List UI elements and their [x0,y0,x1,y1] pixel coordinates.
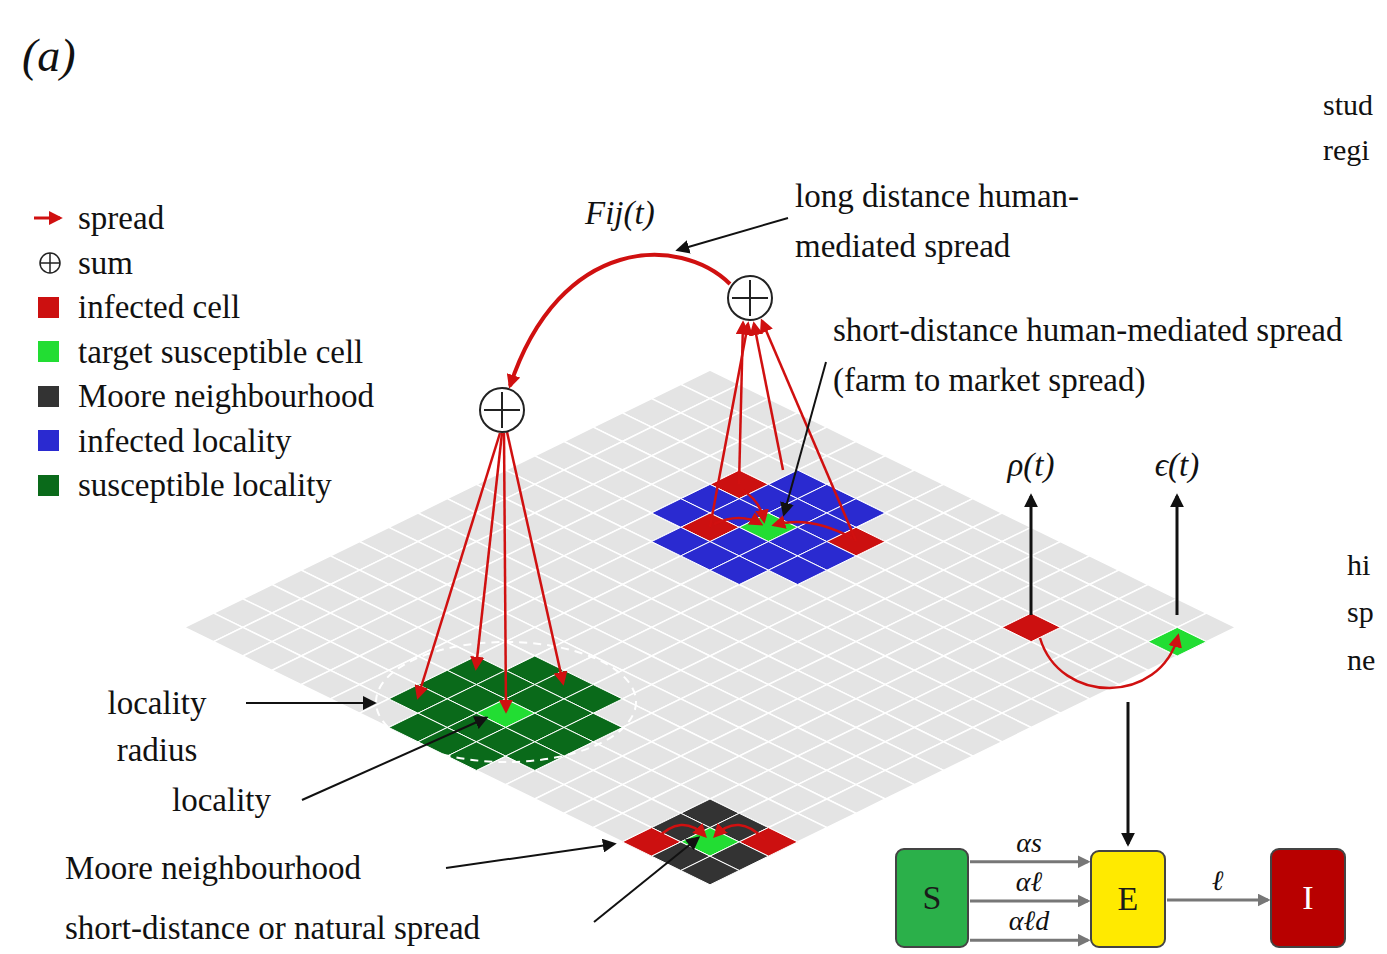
compartment-label: S [923,878,942,918]
farm-market-arrow [710,324,748,527]
sum-plus [40,253,60,273]
market-farm-arrow [476,433,502,668]
local-arrow [742,490,764,521]
cell-grid [184,370,1235,885]
compartment-box: I [1270,848,1346,948]
legend-swatch [38,430,59,451]
legend-item: sum [30,243,133,283]
cut-text: stud [1323,84,1373,126]
legend-text: Moore neighbourhood [78,376,374,416]
cut-text: ne [1347,639,1375,681]
legend-text: infected locality [78,421,292,461]
rate-symbol: ϵ(t) [1155,442,1199,488]
legend-swatch [38,341,59,362]
rate-label: ℓ [1210,865,1226,897]
state-cell [506,742,564,771]
transition-arrow [970,939,1088,942]
annotation: locality [172,777,271,823]
state-cell [447,742,505,771]
annotation: locality radius [82,680,232,774]
transition-arrow [970,860,1088,863]
local-arrow [714,518,761,524]
legend-swatch [38,475,59,496]
legend-item: infected locality [30,421,292,461]
state-cell [768,556,826,585]
rate-label: αs [1014,827,1044,859]
legend-text: sum [78,243,133,283]
compartment-label: I [1302,878,1313,918]
legend-item: spread [30,198,164,238]
legend-item: Moore neighbourhood [30,376,374,416]
legend-text: susceptible locality [78,465,332,505]
natural-spread-arrow [715,825,765,840]
cut-text: hi [1347,544,1370,586]
leader-line [302,718,486,800]
rate-arrow [1176,496,1179,615]
local-arrow [774,522,852,538]
sum-circle [728,276,772,320]
arrow-sample [34,217,60,220]
legend-arrow-sample [30,203,70,233]
transition-arrow [970,899,1088,902]
rate-label: αℓd [1007,905,1051,937]
leader-line [784,362,826,514]
annotation: Moore neighbourhood [65,845,361,891]
compartment-box: E [1090,850,1166,948]
legend-item: susceptible locality [30,465,332,505]
farm-market-arrow [762,321,856,541]
transition-arrow [1167,899,1268,902]
sum-plus [732,280,768,316]
legend-text: spread [78,198,164,238]
leader-line [446,844,614,868]
model-arrow [1127,702,1130,844]
market-farm-arrow [504,433,506,711]
legend-swatch [38,386,59,407]
farm-market-arrow [754,324,783,470]
compartment-label: E [1118,879,1139,919]
panel-label: (a) [22,28,76,84]
annotation: long distance human- mediated spread [795,171,1175,271]
leader-line [594,838,698,922]
legend-item: infected cell [30,287,240,327]
sum-circle [480,388,524,432]
market-farm-arrow [507,432,563,683]
cut-text: regi [1323,129,1370,171]
leader-line [246,702,374,704]
cut-text: sp [1347,591,1374,633]
long-distance-arrow [510,255,730,386]
legend-item: target susceptible cell [30,332,363,372]
cell-spread-arrow [1040,636,1178,688]
legend-swatch [38,297,59,318]
sum-node [480,276,772,432]
state-cell [710,556,768,585]
rate-arrow [1030,496,1033,615]
state-cell [710,499,768,528]
state-cell [681,856,739,885]
rate-symbol: ρ(t) [1008,442,1055,488]
leader-line [678,218,788,250]
compartment-box: S [895,848,969,948]
legend-text: infected cell [78,287,240,327]
sum-circle [40,253,60,273]
legend-text: target susceptible cell [78,332,363,372]
state-cell [1002,613,1060,642]
annotation: short-distance or natural spread [65,905,480,951]
rate-label: αℓ [1014,866,1044,898]
sum-plus [484,392,520,428]
legend-sum-sample [30,248,70,278]
annotation: short-distance human-mediated spread (fa… [833,305,1373,405]
flow-symbol: Fij(t) [585,190,655,236]
